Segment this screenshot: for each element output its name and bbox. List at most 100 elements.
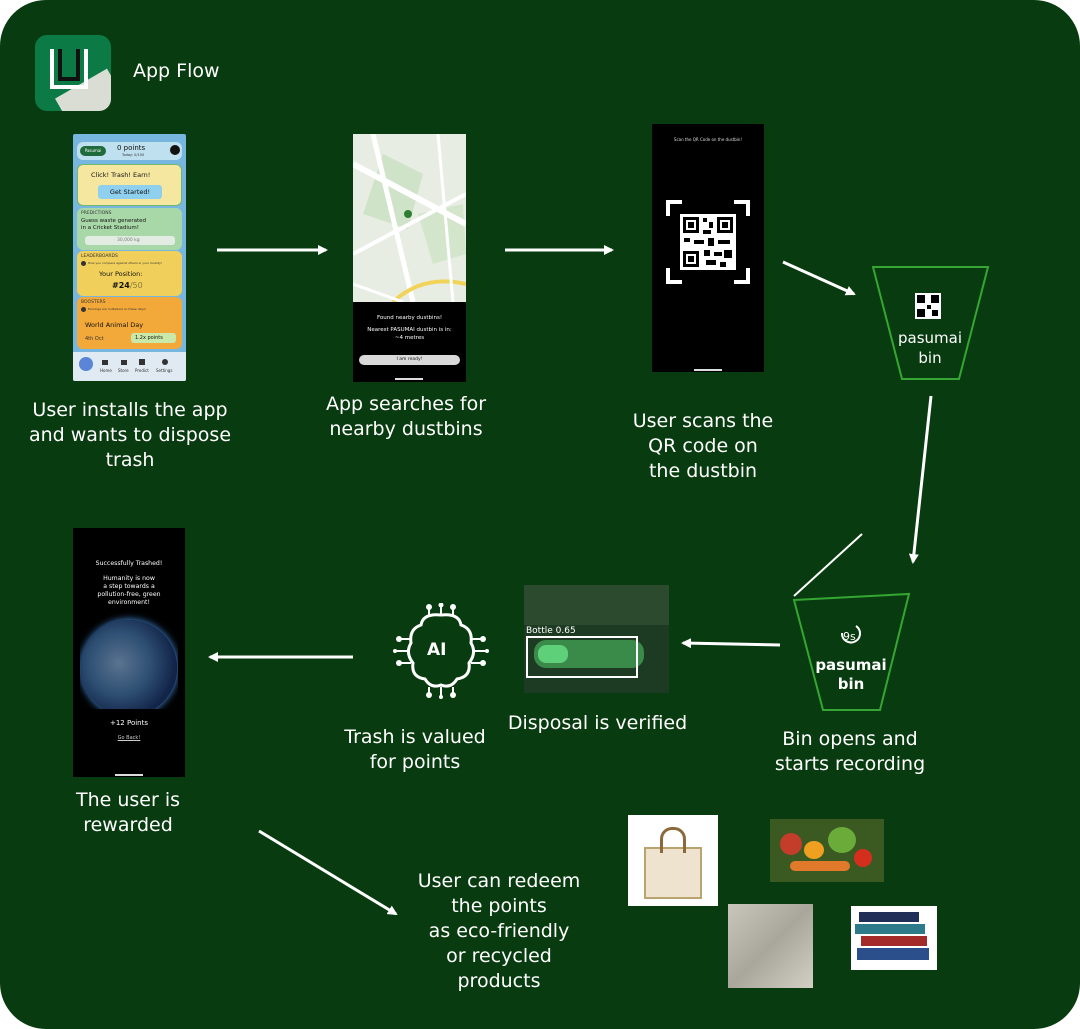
detection-label: Bottle 0.65 xyxy=(526,626,576,636)
arrow-scan-to-bin xyxy=(782,260,856,296)
caption-line: User scans the xyxy=(632,410,774,432)
scan-instruction: Scan the QR Code on the dustbin! xyxy=(673,137,743,142)
home-indicator xyxy=(115,774,143,776)
caption-line: or recycled xyxy=(446,945,552,967)
phone-screenshot-reward: Successfully Trashed! Humanity is now a … xyxy=(73,528,185,777)
reward-points: +12 Points xyxy=(109,719,149,727)
caption-line: the dustbin xyxy=(648,460,758,482)
home-icon xyxy=(102,360,108,365)
success-text: Humanity is now xyxy=(103,575,155,582)
store-icon xyxy=(121,360,127,365)
points-header: Pasumai 0 points Today: 0/100 xyxy=(77,142,182,160)
success-text: environment! xyxy=(108,599,150,606)
step-search-caption: App searches for nearby dustbins xyxy=(311,392,501,442)
card-get-started: Click! Trash! Earn! Get Started! xyxy=(77,164,182,206)
step-install-caption: User installs the app and wants to dispo… xyxy=(20,398,240,473)
today-progress: Today: 0/100 xyxy=(122,153,145,157)
card-predictions: PREDICTIONS Guess waste generated in a C… xyxy=(77,208,182,250)
info-icon xyxy=(81,261,86,266)
arrow-open-to-verify xyxy=(681,638,781,649)
points-value: 0 points xyxy=(117,144,146,152)
ready-button: I am ready! xyxy=(359,355,460,365)
info-icon xyxy=(81,307,86,312)
closed-bin-icon xyxy=(872,266,990,380)
search-result-text: Found nearby dustbins! xyxy=(376,315,443,321)
fabric-image xyxy=(728,904,813,988)
caption-line: Trash is valued xyxy=(344,726,486,748)
caption-line: User can redeem xyxy=(417,870,581,892)
caption-line: for points xyxy=(369,751,461,773)
phone-screenshot-map: Found nearby dustbins! Nearest PASUMAI d… xyxy=(353,134,466,382)
step-open-caption: Bin opens and starts recording xyxy=(760,727,940,777)
bin-label-line: bin xyxy=(837,675,865,693)
arrow-bin-to-open xyxy=(908,395,933,564)
caption-line: starts recording xyxy=(774,753,926,775)
nearest-bin-text: Nearest PASUMAI dustbin is in: xyxy=(367,327,452,333)
vegetables-image xyxy=(770,819,884,882)
caption-line: Bin opens and xyxy=(782,728,918,750)
bottle-detection-photo: Bottle 0.65 xyxy=(524,585,669,693)
nav-store: Store xyxy=(118,368,129,373)
bin-label-line: pasumai xyxy=(815,656,887,674)
booster-date: 4th Oct xyxy=(85,336,104,342)
card-leaderboards: LEADERBOARDS How you compare against oth… xyxy=(77,251,182,296)
caption-line: products xyxy=(457,970,541,992)
nav-settings: Settings xyxy=(156,368,173,373)
caption-line: User installs the app xyxy=(32,399,228,421)
caption-line: trash xyxy=(105,449,155,471)
caption-line: The user is xyxy=(75,789,181,811)
position-label: Your Position: xyxy=(99,270,143,278)
caption-line: and wants to dispose xyxy=(28,424,232,446)
earth-image xyxy=(80,612,178,709)
card-subtext: Earnings are multiplied on these days! xyxy=(88,307,146,311)
card-title: Click! Trash! Earn! xyxy=(91,171,151,179)
prediction-field: 30,000 kg xyxy=(85,236,175,245)
rank-total: /50 xyxy=(129,281,143,290)
camera-icon xyxy=(79,357,93,371)
success-text: pollution-free, green xyxy=(97,591,161,598)
caption-line: Disposal is verified xyxy=(507,712,688,734)
diagram-title: App Flow xyxy=(133,60,220,82)
tote-bag-image xyxy=(628,815,718,906)
caption-line: as eco-friendly xyxy=(428,920,570,942)
open-bin-label: pasumai bin xyxy=(805,656,897,694)
phone-screenshot-qr-scan: Scan the QR Code on the dustbin! xyxy=(652,124,764,372)
success-text: a step towards a xyxy=(103,583,155,590)
bin-label-line: bin xyxy=(918,349,942,367)
go-back-link: Go Back! xyxy=(117,735,141,741)
detection-box xyxy=(526,636,638,678)
bin-label-line: pasumai xyxy=(897,329,962,347)
card-text: in a Cricket Stadium! xyxy=(81,225,139,231)
map-graphic xyxy=(353,134,466,302)
distance-text: ~4 metres xyxy=(394,335,425,341)
prediction-value: 30,000 kg xyxy=(117,238,140,243)
home-indicator xyxy=(694,369,722,371)
nav-home: Home xyxy=(100,368,112,373)
phone-screenshot-home: Pasumai 0 points Today: 0/100 Click! Tra… xyxy=(73,134,186,381)
arrow-reward-to-redeem xyxy=(258,829,398,916)
get-started-button: Get Started! xyxy=(98,185,162,199)
closed-bin-label: pasumai bin xyxy=(880,328,980,368)
caption-line: rewarded xyxy=(83,814,173,836)
card-label: BOOSTERS xyxy=(81,300,106,305)
card-label: LEADERBOARDS xyxy=(81,254,118,259)
step-reward-caption: The user is rewarded xyxy=(53,788,203,838)
location-pin-icon xyxy=(404,210,412,218)
moon-icon xyxy=(170,145,180,155)
open-bin-icon xyxy=(792,533,911,711)
step-verify-caption: Disposal is verified xyxy=(495,711,700,736)
success-title: Successfully Trashed! xyxy=(95,560,163,567)
predict-icon xyxy=(139,359,145,365)
caption-line: nearby dustbins xyxy=(329,418,483,440)
books-image xyxy=(851,906,937,970)
caption-line: the points xyxy=(451,895,547,917)
multiplier-badge: 1.2x points xyxy=(131,333,176,343)
rank-value: #24 xyxy=(112,281,130,290)
ai-brain-icon xyxy=(393,603,489,699)
step-scan-caption: User scans the QR code on the dustbin xyxy=(613,409,793,484)
app-pill: Pasumai xyxy=(80,146,106,156)
card-text: Guess waste generated xyxy=(81,218,147,224)
multiplier-value: 1.2x points xyxy=(135,335,163,341)
card-boosters: BOOSTERS Earnings are multiplied on thes… xyxy=(77,297,182,349)
